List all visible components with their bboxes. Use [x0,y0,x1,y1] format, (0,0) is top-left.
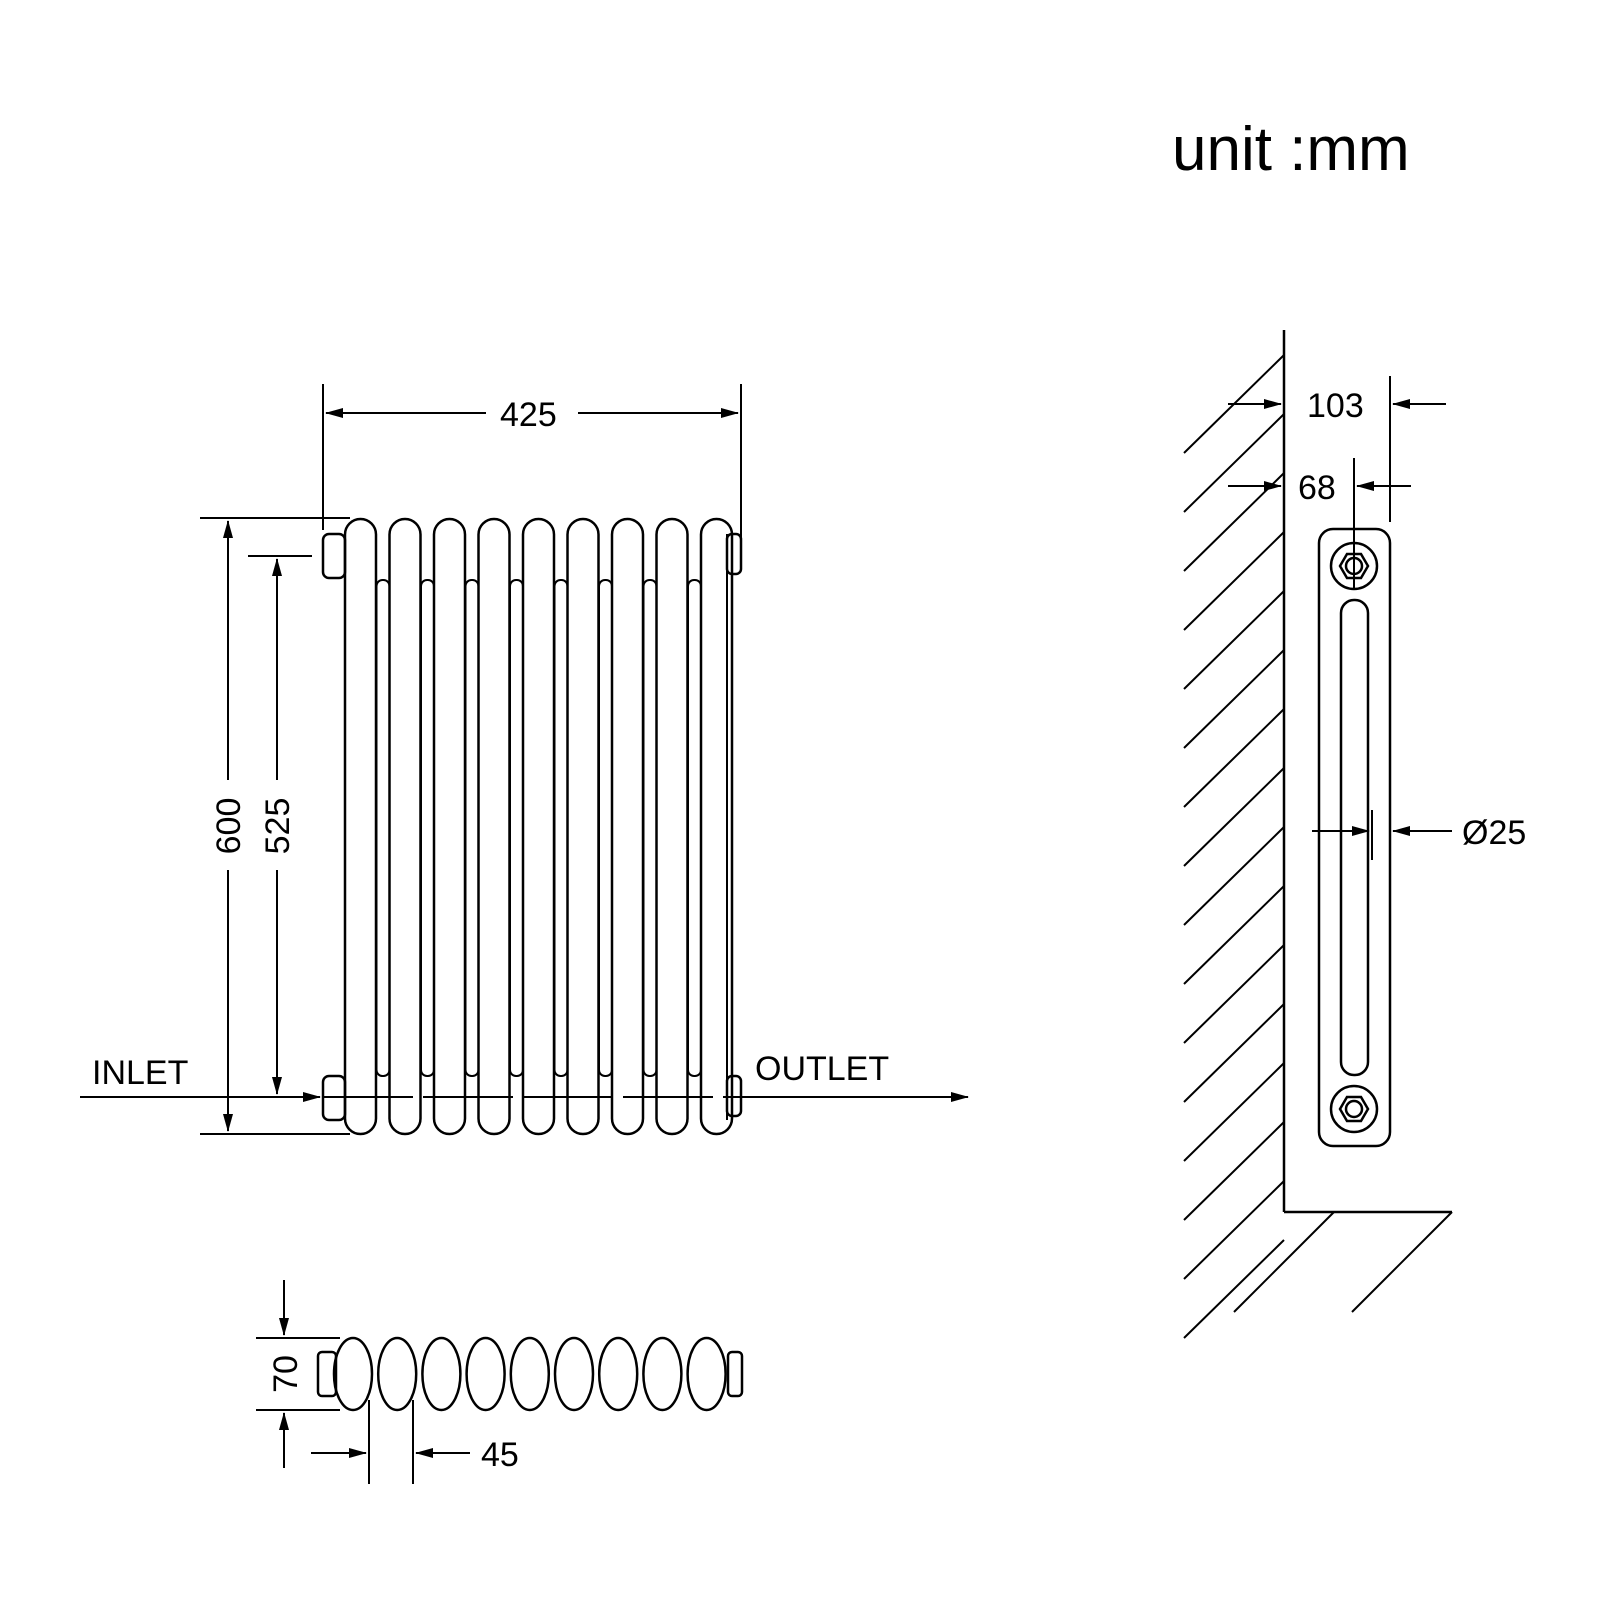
top-view: 70 45 [256,1280,744,1484]
column-gap [509,579,524,1077]
hatch-line [1183,1180,1285,1280]
radiator-column [521,517,556,1136]
hatch-line [1183,413,1285,513]
radiator-section [642,1336,683,1412]
radiator-side-profile [1317,527,1392,1148]
radiator-section [332,1336,374,1412]
front-view: 425 600 525 INLET OUTLET [80,384,969,1136]
hatch-line [1183,1239,1285,1339]
floor-hatch-line [1351,1211,1453,1313]
side-tube-slot [1339,598,1370,1077]
hatch-line [1183,885,1285,985]
column-gap [642,579,658,1077]
radiator-column [432,517,467,1136]
hatch-line [1183,472,1285,572]
radiator-column [655,517,689,1136]
side-view: 103 68 Ø25 [1183,330,1526,1339]
outlet-label: OUTLET [755,1050,889,1088]
hatch-line [1183,826,1285,926]
top-view-left-valve [316,1350,338,1398]
hatch-line [1183,590,1285,690]
radiator-section [421,1336,462,1412]
hatch-line [1183,1121,1285,1221]
bottom-nut-icon [1338,1095,1370,1123]
unit-label: unit :mm [1172,115,1410,184]
radiator-column [477,517,511,1136]
column-gap [420,579,435,1077]
radiator-section [465,1336,506,1412]
radiator-column [388,517,422,1136]
top-left-valve [321,532,347,580]
radiator-sections-top [332,1336,727,1412]
radiator-columns [343,517,734,1136]
radiator-column [566,517,600,1136]
tube-diameter-label: Ø25 [1462,814,1526,852]
hatch-line [1183,708,1285,808]
radiator-section [553,1336,595,1412]
radiator-section [376,1336,418,1412]
inlet-label: INLET [92,1054,188,1092]
radiator-section [686,1336,727,1412]
depth-dimension-label: 70 [267,1355,305,1393]
radiator-section [597,1336,639,1412]
hatch-line [1183,767,1285,867]
top-nut-icon [1338,552,1370,580]
pipe-centres-dimension-label: 525 [259,798,297,855]
width-dimension-label: 425 [500,396,557,434]
pipe-offset-label: 68 [1298,469,1336,507]
wall-clearance-label: 103 [1307,387,1364,425]
hatch-line [1183,1062,1285,1162]
height-dimension-label: 600 [210,798,248,855]
hatch-line [1183,531,1285,631]
hatch-line [1183,649,1285,749]
column-gap [553,579,569,1077]
column-gap [687,579,702,1077]
hatch-line [1183,944,1285,1044]
hatch-line [1183,1003,1285,1103]
column-gap [598,579,613,1077]
radiator-column [610,517,645,1136]
radiator-column [343,517,378,1136]
top-right-plug [725,532,743,576]
pitch-dimension-label: 45 [481,1436,519,1474]
top-view-right-plug [726,1350,744,1398]
bottom-connection-outer [1329,1084,1379,1134]
column-gap [375,579,391,1077]
floor-hatch-line [1233,1211,1335,1313]
wall-hatching [1183,354,1453,1339]
column-gap [464,579,480,1077]
radiator-section [509,1336,551,1412]
